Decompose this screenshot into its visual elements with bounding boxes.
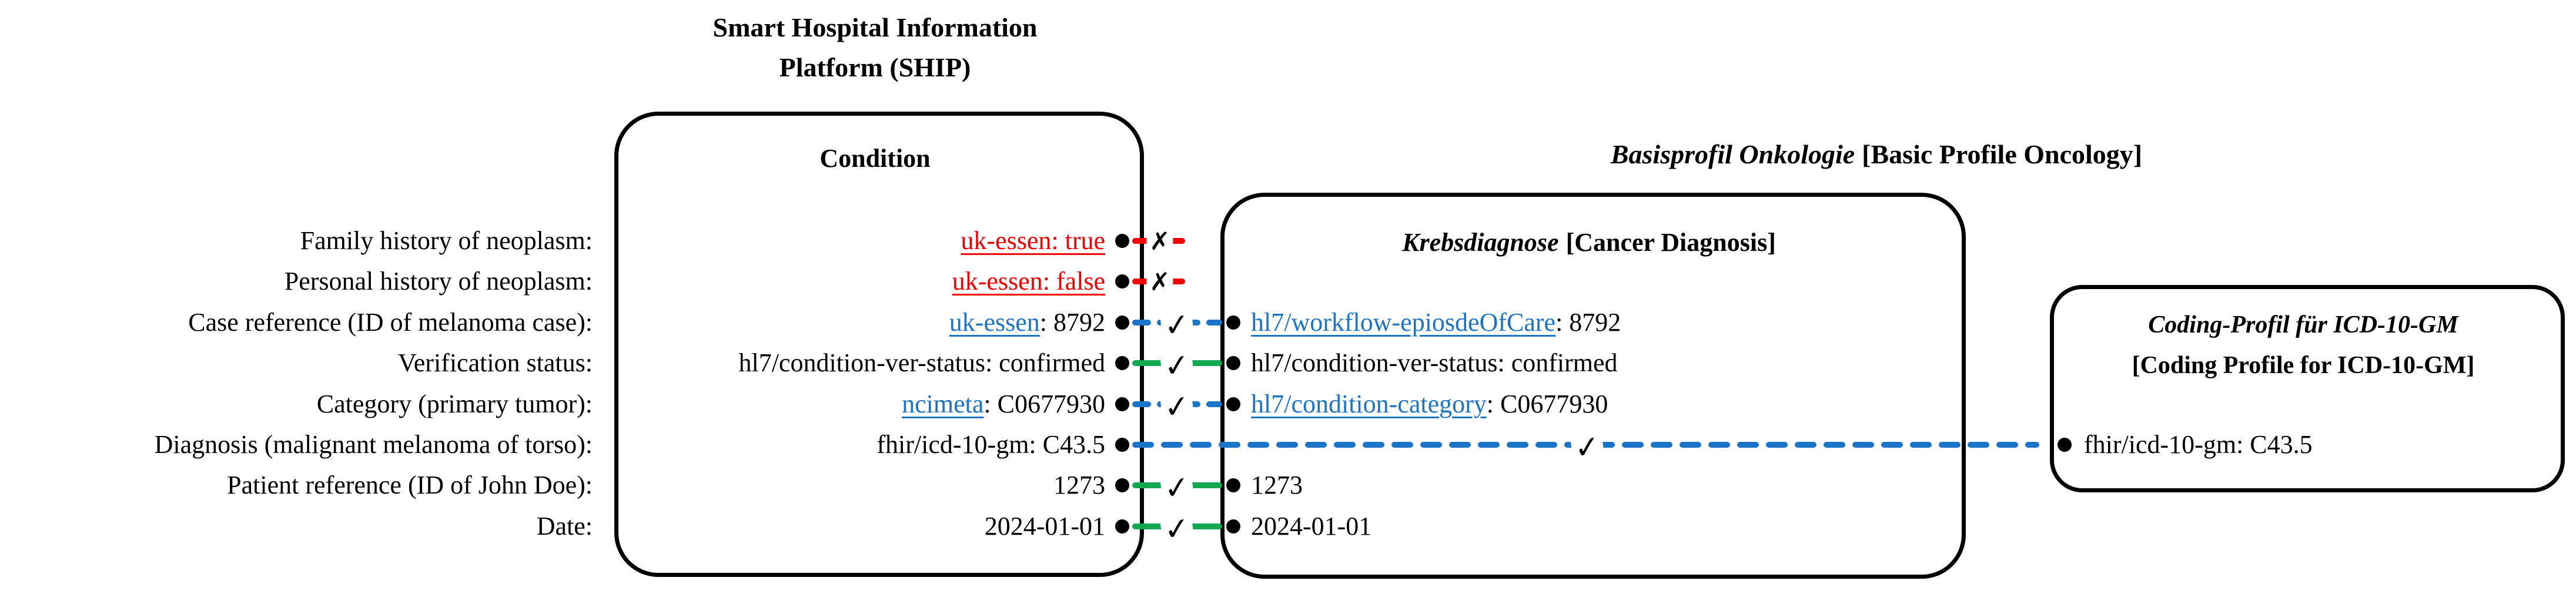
ship-value-patient-reference-text: 1273 — [1053, 471, 1105, 499]
match-check-icon: ✓ — [1159, 388, 1195, 426]
coding-profil-title: Coding-Profil für ICD-10-GM [Coding Prof… — [2050, 305, 2557, 386]
icd10gm-coding-box — [2050, 285, 2565, 492]
basisprofil-title-english: [Basic Profile Oncology] — [1862, 139, 2143, 169]
condition-header: Condition — [819, 144, 931, 173]
ship-title-line2: Platform (SHIP) — [779, 52, 971, 82]
ncimeta-link[interactable]: ncimeta — [902, 390, 984, 418]
hl7-workflow-episodeofcare-link[interactable]: hl7/workflow-epiosdeOfCare — [1251, 308, 1556, 337]
krebs-value-case-reference: hl7/workflow-epiosdeOfCare: 8792 — [1251, 303, 1621, 343]
krebs-value-category-rest: : C0677930 — [1486, 390, 1608, 418]
krebsdiagnose-header-english: [Cancer Diagnosis] — [1565, 228, 1776, 257]
cancer-diagnosis-box — [1220, 193, 1966, 579]
ship-value-diagnosis: fhir/icd-10-gm: C43.5 — [617, 425, 1105, 465]
ship-value-diagnosis-text: fhir/icd-10-gm: C43.5 — [876, 430, 1105, 459]
ship-title-line1: Smart Hospital Information — [712, 12, 1038, 42]
match-check-icon: ✓ — [1159, 347, 1195, 385]
krebs-value-date-text: 2024-01-01 — [1251, 512, 1372, 541]
mismatch-x-icon: ✗ — [1146, 228, 1173, 255]
bullet-ship-verification-status — [1115, 356, 1129, 370]
basisprofil-title-german: Basisprofil Onkologie — [1610, 139, 1855, 169]
krebs-value-patient-reference-text: 1273 — [1251, 471, 1303, 499]
uk-essen-link[interactable]: uk-essen — [949, 308, 1040, 337]
basisprofil-title: Basisprofil Onkologie[Basic Profile Onco… — [1224, 135, 2529, 174]
bullet-krebs-verification-status — [1226, 356, 1240, 370]
ship-value-family-history-text: uk-essen: true — [961, 226, 1105, 255]
coding-entry-diagnosis: fhir/icd-10-gm: C43.5 — [2084, 425, 2313, 465]
ship-value-family-history: uk-essen: true — [617, 221, 1105, 261]
ship-value-date-text: 2024-01-01 — [984, 512, 1105, 541]
coding-profil-title-english: [Coding Profile for ICD-10-GM] — [2132, 352, 2475, 379]
ship-value-date: 2024-01-01 — [617, 506, 1105, 546]
match-check-icon: ✓ — [1159, 307, 1195, 344]
krebsdiagnose-header: Krebsdiagnose[Cancer Diagnosis] — [1220, 223, 1958, 263]
coding-entry-diagnosis-text: fhir/icd-10-gm: C43.5 — [2084, 430, 2313, 459]
row-label-date: Date: — [536, 512, 593, 541]
match-check-icon: ✓ — [1570, 429, 1605, 467]
bullet-ship-patient-reference — [1115, 478, 1129, 492]
ship-value-patient-reference: 1273 — [617, 465, 1105, 505]
row-label-patient-reference: Patient reference (ID of John Doe): — [227, 471, 593, 499]
ship-condition-box — [614, 112, 1144, 577]
coding-profil-title-german: Coding-Profil für ICD-10-GM — [2148, 311, 2458, 338]
ship-value-case-reference: uk-essen: 8792 — [617, 303, 1105, 343]
mismatch-x-icon: ✗ — [1146, 269, 1173, 296]
row-label-category: Category (primary tumor): — [316, 390, 593, 418]
krebs-value-category: hl7/condition-category: C0677930 — [1251, 384, 1608, 424]
row-label-family-history: Family history of neoplasm: — [300, 226, 593, 255]
bullet-ship-category — [1115, 397, 1129, 411]
row-label-case-reference: Case reference (ID of melanoma case): — [188, 308, 593, 337]
match-check-icon: ✓ — [1159, 469, 1195, 507]
bullet-krebs-patient-reference — [1226, 478, 1240, 492]
ship-title: Smart Hospital Information Platform (SHI… — [614, 8, 1136, 88]
ship-value-personal-history-text: uk-essen: false — [952, 267, 1105, 296]
hl7-condition-category-link[interactable]: hl7/condition-category — [1251, 390, 1487, 418]
row-label-diagnosis: Diagnosis (malignant melanoma of torso): — [154, 430, 593, 459]
bullet-coding-diagnosis — [2058, 438, 2072, 452]
krebsdiagnose-header-german: Krebsdiagnose — [1402, 228, 1559, 257]
ship-value-verification-status: hl7/condition-ver-status: confirmed — [617, 343, 1105, 383]
bullet-ship-personal-history — [1115, 274, 1129, 288]
krebs-value-verification-status-text: hl7/condition-ver-status: confirmed — [1251, 348, 1618, 377]
match-check-icon: ✓ — [1159, 511, 1195, 548]
bullet-krebs-category — [1226, 397, 1240, 411]
ship-value-category-rest: : C0677930 — [983, 390, 1105, 418]
krebs-value-date: 2024-01-01 — [1251, 506, 1371, 546]
row-label-personal-history: Personal history of neoplasm: — [284, 267, 593, 296]
bullet-ship-case-reference — [1115, 316, 1129, 330]
ship-value-personal-history: uk-essen: false — [617, 261, 1105, 301]
bullet-ship-diagnosis — [1115, 438, 1129, 452]
bullet-krebs-case-reference — [1226, 316, 1240, 330]
bullet-ship-family-history — [1115, 234, 1129, 248]
row-label-verification-status: Verification status: — [397, 348, 593, 377]
ship-value-case-reference-rest: : 8792 — [1039, 308, 1105, 337]
krebs-value-case-reference-rest: : 8792 — [1555, 308, 1621, 337]
krebs-value-verification-status: hl7/condition-ver-status: confirmed — [1251, 343, 1618, 383]
bullet-ship-date — [1115, 519, 1129, 533]
ship-value-verification-status-text: hl7/condition-ver-status: confirmed — [738, 348, 1105, 377]
krebs-value-patient-reference: 1273 — [1251, 465, 1303, 505]
ship-value-category: ncimeta: C0677930 — [617, 384, 1105, 424]
bullet-krebs-date — [1226, 519, 1240, 533]
